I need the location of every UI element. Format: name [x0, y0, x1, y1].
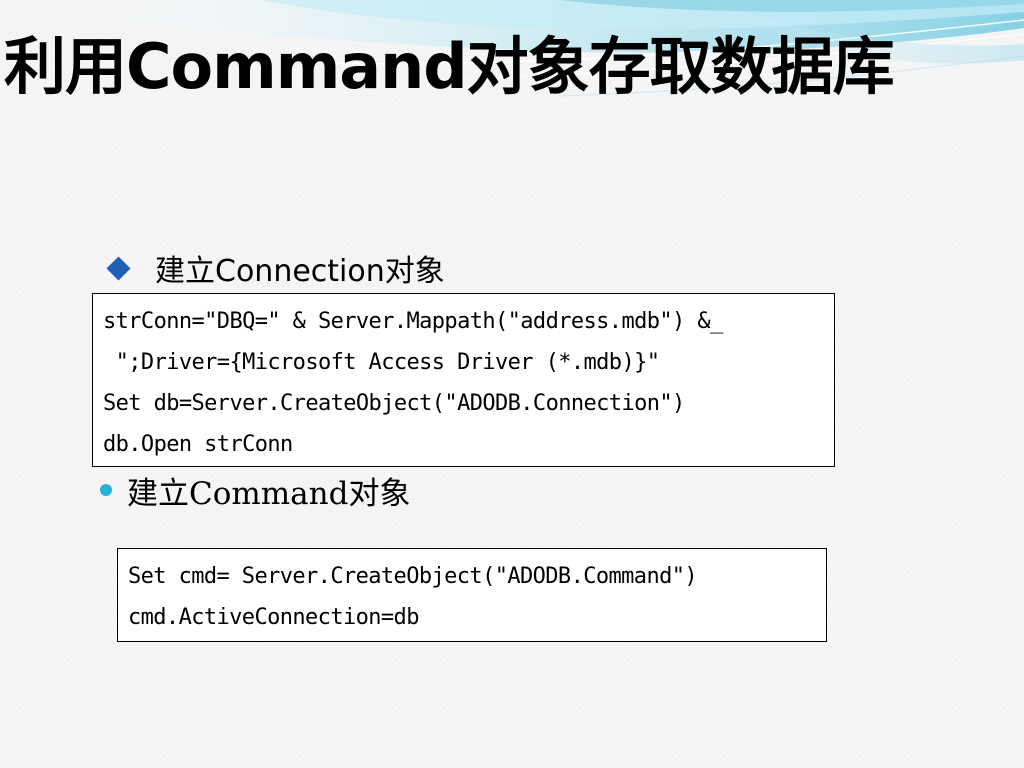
section-heading-text: 建立Command对象 [127, 475, 411, 512]
section-heading-connection: 建立Connection对象 [104, 246, 445, 290]
slide-title: 利用Command对象存取数据库 [4, 30, 895, 103]
code-line: ";Driver={Microsoft Access Driver (*.mdb… [103, 350, 660, 375]
code-line: Set db=Server.CreateObject("ADODB.Connec… [103, 391, 685, 416]
code-line: Set cmd= Server.CreateObject("ADODB.Comm… [128, 564, 698, 589]
circle-bullet-icon [100, 484, 112, 496]
code-line: db.Open strConn [103, 432, 293, 457]
code-block-connection: strConn="DBQ=" & Server.Mappath("address… [92, 293, 835, 467]
section-heading-command: 建立Command对象 [100, 468, 410, 512]
code-line: cmd.ActiveConnection=db [128, 605, 419, 630]
decorative-wave-banner [0, 0, 1024, 97]
section-heading-text: 建立Connection对象 [155, 254, 445, 289]
code-line: strConn="DBQ=" & Server.Mappath("address… [103, 309, 723, 334]
diamond-bullet-icon [106, 255, 131, 281]
code-block-command: Set cmd= Server.CreateObject("ADODB.Comm… [117, 548, 827, 642]
